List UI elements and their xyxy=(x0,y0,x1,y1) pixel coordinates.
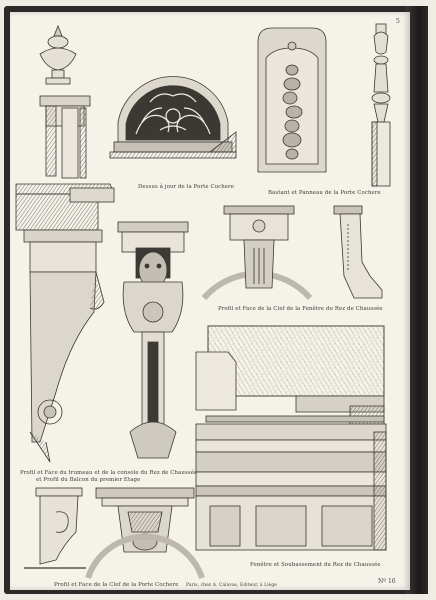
book-spine xyxy=(406,6,428,594)
window-bay xyxy=(195,325,385,425)
baluster-post xyxy=(371,23,391,187)
caption-transom: Dessus à jour de la Porte Cochere xyxy=(138,184,235,190)
console-face xyxy=(117,221,189,459)
caption-console-line1: Profil et Face du trumeau et de la conso… xyxy=(20,470,198,476)
publisher-line: Paris, chez A. Calavas, Editeur, à Liège xyxy=(186,583,277,588)
door-key-face xyxy=(85,487,205,579)
caption-pilaster: Bastant et Panneau de la Porte Cochere xyxy=(268,190,381,196)
transom-grille xyxy=(109,76,237,159)
window-keystone xyxy=(201,205,313,300)
plate-illustration xyxy=(15,23,391,579)
door-panel xyxy=(257,27,327,173)
column-capital xyxy=(39,95,91,179)
plate-number: Nº 16 xyxy=(378,578,396,585)
book-binding: 5 Dessus à jour de la Porte Cochere Bast… xyxy=(4,6,428,594)
caption-window-key: Profil et Face de la Clef de la Fenêtre … xyxy=(218,306,383,312)
page-number: 5 xyxy=(396,18,400,25)
window-base xyxy=(195,423,387,551)
plate-page: 5 Dessus à jour de la Porte Cochere Bast… xyxy=(10,12,410,590)
caption-door-key: Profil et Face de la Clef de la Porte Co… xyxy=(54,582,179,588)
cornice-block xyxy=(15,183,115,231)
door-key-profile xyxy=(24,487,86,569)
caption-window-bay: Fenêtre et Soubassement du Rez de Chauss… xyxy=(250,562,381,568)
console-profile xyxy=(23,229,105,463)
vase-finial xyxy=(39,24,77,85)
caption-console-line2: et Profil du Balcon du premier Etage xyxy=(36,477,141,483)
keystone-profile xyxy=(333,205,383,299)
